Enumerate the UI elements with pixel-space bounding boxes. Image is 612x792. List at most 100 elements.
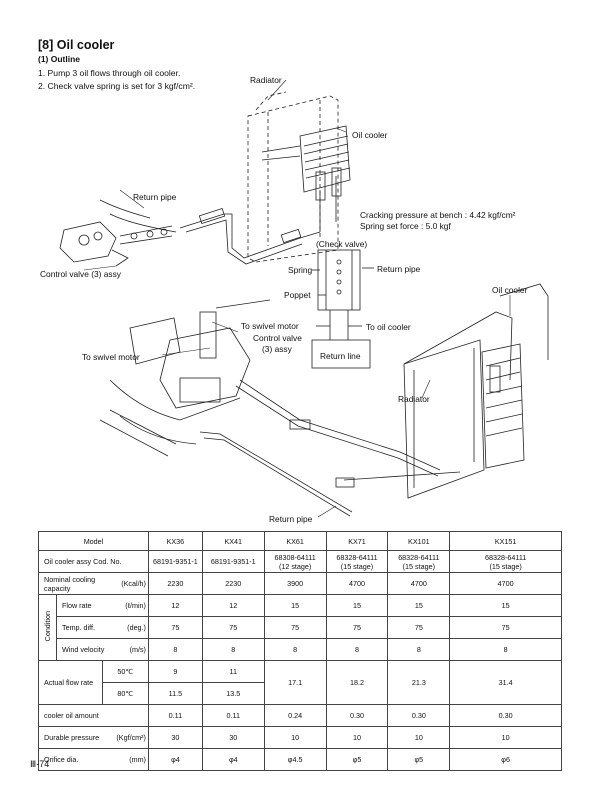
assy-code-cell: 68308-64111(12 stage) [263, 550, 327, 573]
capacity-cell: 4700 [449, 572, 562, 595]
pressure-cell: 10 [263, 726, 327, 749]
temp-cell: 75 [449, 616, 562, 639]
temp-80-label: 80℃ [101, 682, 149, 705]
actual-flow-cell: 31.4 [449, 660, 562, 705]
label-return-line: Return line [320, 351, 361, 361]
oil-amount-cell: 0.11 [201, 704, 265, 727]
capacity-cell: 3900 [263, 572, 327, 595]
label-spring: Spring [288, 265, 313, 275]
orifice-cell: φ6 [449, 748, 562, 771]
label-return-pipe-top: Return pipe [133, 192, 177, 202]
table-row: Nominal cooling capacity(Kcal/h) 2230 22… [38, 572, 562, 595]
assy-code-cell: 68328-64111(15 stage) [449, 550, 562, 573]
actual-flow-cell: 11.5 [147, 682, 203, 705]
table-row: Orifice dia.(mm) φ4 φ4 φ4.5 φ5 φ5 φ6 [38, 748, 562, 771]
assy-code-cell: 68328-64111(15 stage) [325, 550, 389, 573]
assy-code-cell: 68191-9351-1 [147, 550, 203, 573]
oil-amount-cell: 0.24 [263, 704, 327, 727]
flow-cell: 12 [201, 594, 265, 617]
orifice-label: Orifice dia.(mm) [38, 748, 149, 771]
table-row: Actual flow rate 50℃ 9 11 17.1 18.2 21.3… [38, 660, 562, 705]
bottom-oil-cooler-drawing [481, 283, 549, 469]
table-row: Condition Flow rate(ℓ/min) 12 12 15 15 1… [38, 594, 562, 661]
wind-cell: 8 [325, 638, 389, 661]
assy-code-cell: 68328-64111(15 stage) [387, 550, 451, 573]
oil-amount-label: cooler oil amount [38, 704, 149, 727]
orifice-cell: φ4.5 [263, 748, 327, 771]
wind-label: Wind velocity(m/s) [55, 638, 149, 661]
pressure-cell: 10 [387, 726, 451, 749]
top-return-pipe-drawing [99, 199, 321, 265]
label-to-swivel-motor-1: To swivel motor [241, 321, 299, 331]
pressure-label: Durable pressure(Kgf/cm²) [38, 726, 149, 749]
label-cracking-pressure: Cracking pressure at bench : 4.42 kgf/cm… [360, 210, 516, 220]
flow-cell: 12 [147, 594, 203, 617]
outline-list: 1. Pump 3 oil flows through oil cooler. … [38, 67, 195, 93]
capacity-cell: 4700 [325, 572, 389, 595]
flow-cell: 15 [325, 594, 389, 617]
actual-flow-label: Actual flow rate [38, 660, 103, 705]
model-cell: KX36 [147, 531, 203, 551]
wind-cell: 8 [449, 638, 562, 661]
label-return-pipe-bottom: Return pipe [269, 514, 313, 524]
bottom-return-pipe-drawing [99, 379, 461, 517]
label-check-valve: (Check valve) [316, 239, 368, 249]
table-row: Model KX36 KX41 KX61 KX71 KX101 KX151 [38, 531, 562, 551]
capacity-cell: 4700 [387, 572, 451, 595]
orifice-cell: φ4 [147, 748, 203, 771]
top-control-valve-drawing [59, 221, 173, 267]
flow-cell: 15 [449, 594, 562, 617]
page-number: Ⅲ-74 [30, 759, 50, 769]
label-to-swivel-motor-2: To swivel motor [82, 352, 140, 362]
actual-flow-cell: 18.2 [325, 660, 389, 705]
wind-cell: 8 [387, 638, 451, 661]
table-row: Durable pressure(Kgf/cm²) 30 30 10 10 10… [38, 726, 562, 749]
spec-table: Model KX36 KX41 KX61 KX71 KX101 KX151 Oi… [38, 531, 562, 771]
assy-code-cell: 68191-9351-1 [201, 550, 265, 573]
flow-cell: 15 [387, 594, 451, 617]
model-header: Model [38, 531, 149, 551]
wind-cell: 8 [147, 638, 203, 661]
model-cell: KX151 [449, 531, 562, 551]
bottom-machine-drawing [109, 299, 271, 445]
label-control-valve-assy-3: (3) assy [262, 344, 292, 354]
pressure-cell: 30 [147, 726, 203, 749]
outline-item-2: 2. Check valve spring is set for 3 kgf/c… [38, 81, 196, 91]
model-cell: KX41 [201, 531, 265, 551]
orifice-cell: φ4 [201, 748, 265, 771]
section-heading: [8] Oil cooler [38, 38, 115, 52]
actual-flow-cell: 11 [201, 660, 265, 683]
temp-label: Temp. diff.(deg.) [55, 616, 149, 639]
top-oil-cooler-drawing [261, 125, 351, 232]
actual-flow-cell: 9 [147, 660, 203, 683]
label-to-oil-cooler: To oil cooler [366, 322, 411, 332]
temp-cell: 75 [325, 616, 389, 639]
top-radiator-drawing [247, 91, 339, 263]
actual-flow-cell: 17.1 [263, 660, 327, 705]
temp-cell: 75 [263, 616, 327, 639]
oil-amount-cell: 0.11 [147, 704, 203, 727]
wind-cell: 8 [263, 638, 327, 661]
model-cell: KX101 [387, 531, 451, 551]
table-row: Wind velocity(m/s) 8 8 8 8 8 8 [39, 638, 562, 661]
assy-code-label: Oil cooler assy Cod. No. [38, 550, 149, 573]
oil-cooler-diagram [59, 79, 549, 518]
pressure-cell: 30 [201, 726, 265, 749]
label-return-pipe-mid: Return pipe [377, 264, 421, 274]
temp-cell: 75 [387, 616, 451, 639]
outline-item-1: 1. Pump 3 oil flows through oil cooler. [38, 68, 181, 78]
flow-cell: 15 [263, 594, 327, 617]
temp-cell: 75 [147, 616, 203, 639]
label-radiator-top: Radiator [250, 75, 282, 85]
label-poppet: Poppet [284, 290, 311, 300]
actual-flow-cell: 21.3 [387, 660, 451, 705]
capacity-cell: 2230 [147, 572, 203, 595]
label-radiator-bottom: Radiator [398, 394, 430, 404]
model-cell: KX71 [325, 531, 389, 551]
subsection-heading: (1) Outline [38, 54, 81, 64]
check-valve-drawing [311, 249, 371, 369]
capacity-cell: 2230 [201, 572, 265, 595]
orifice-cell: φ5 [387, 748, 451, 771]
temp-cell: 75 [201, 616, 265, 639]
label-control-valve-assy: Control valve (3) assy [40, 269, 121, 279]
